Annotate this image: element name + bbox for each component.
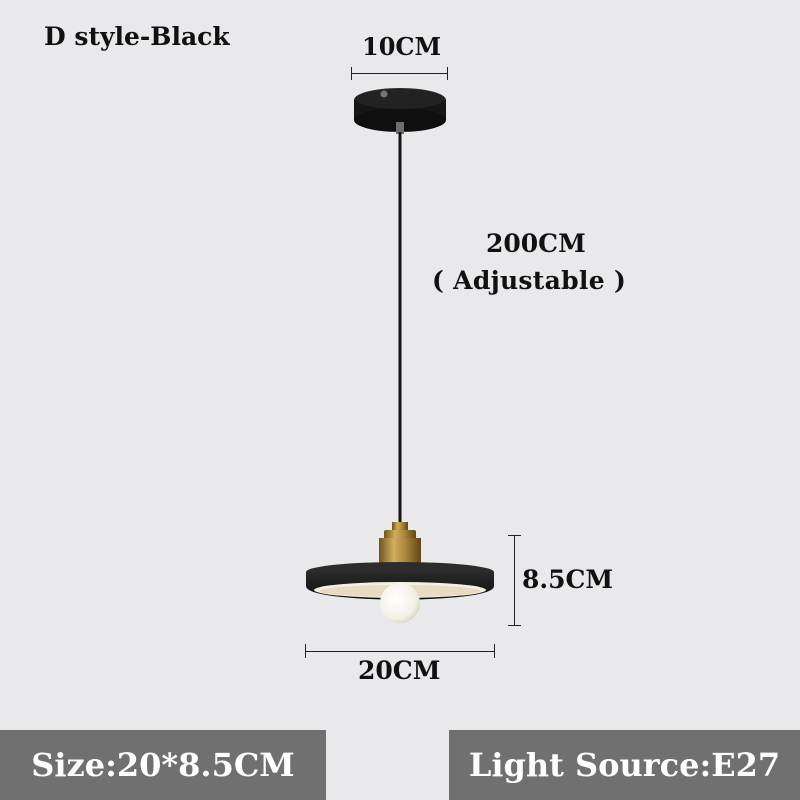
- canopy-width-label: 10CM: [362, 32, 442, 61]
- cord-length-label: 200CM: [486, 229, 586, 258]
- shade-width-label: 20CM: [358, 656, 441, 685]
- size-banner: Size:20*8.5CM: [0, 730, 326, 800]
- shade-height-tick-top: [508, 535, 521, 536]
- shade-width-tick-right: [494, 644, 495, 658]
- shade-height-dimension-line: [514, 535, 515, 626]
- canopy-width-tick-left: [351, 67, 352, 80]
- ceiling-canopy: [354, 88, 446, 134]
- brass-socket: [379, 522, 421, 564]
- light-bulb: [380, 583, 420, 623]
- shade-height-label: 8.5CM: [522, 565, 614, 594]
- shade-width-dimension-line: [305, 651, 495, 652]
- shade-width-tick-left: [305, 644, 306, 658]
- shade-height-tick-bottom: [508, 625, 521, 626]
- screw-icon: [380, 90, 388, 98]
- product-title: D style-Black: [44, 22, 230, 51]
- light-source-banner: Light Source:E27: [449, 730, 800, 800]
- canopy-width-tick-right: [447, 67, 448, 80]
- canopy-width-dimension-line: [352, 73, 448, 74]
- cord-adjustable-note: ( Adjustable ): [432, 266, 627, 295]
